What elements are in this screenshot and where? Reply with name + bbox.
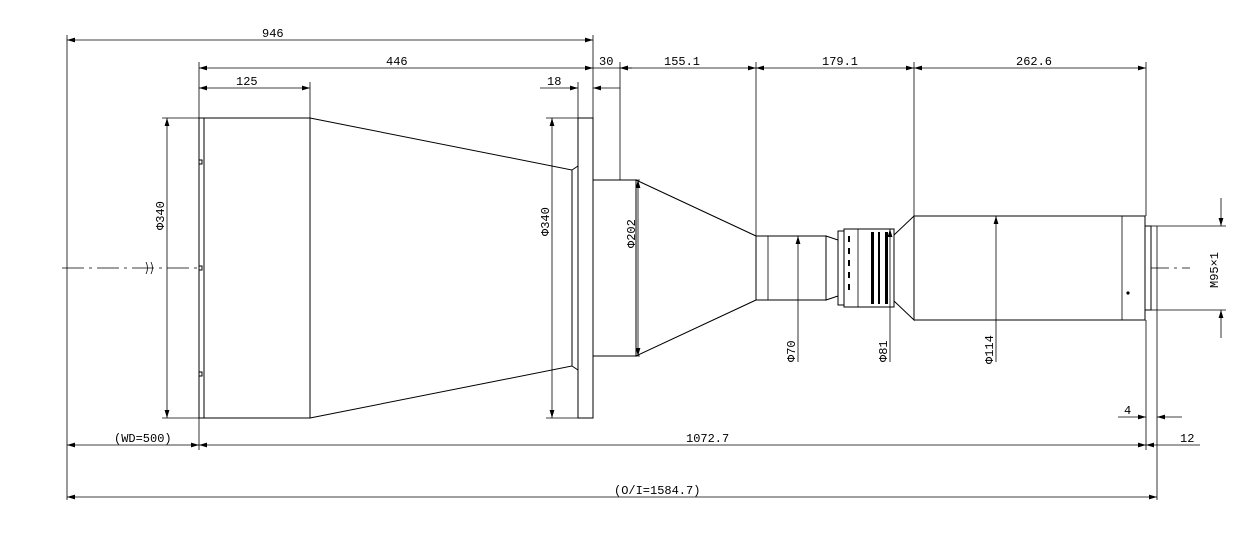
dia-340-left: Φ340 xyxy=(154,201,168,230)
thread-m95: M95×1 xyxy=(1208,252,1222,288)
dim-12: 12 xyxy=(1180,432,1194,446)
dia-81: Φ81 xyxy=(877,340,891,362)
dia-340-right: Φ340 xyxy=(539,207,553,236)
dim-1072: 1072.7 xyxy=(686,432,729,446)
dim-4: 4 xyxy=(1124,404,1131,418)
dim-946: 946 xyxy=(262,27,284,41)
dim-wd: (WD=500) xyxy=(114,432,172,446)
lens-body xyxy=(198,117,1158,419)
dim-155: 155.1 xyxy=(664,55,700,69)
dim-oi: (O/I=1584.7) xyxy=(614,484,700,498)
dia-70: Φ70 xyxy=(785,340,799,362)
dimension-lines xyxy=(67,37,1200,500)
extension-lines xyxy=(66,35,1226,500)
dia-114: Φ114 xyxy=(983,335,997,364)
dim-18: 18 xyxy=(547,75,561,89)
dim-30: 30 xyxy=(599,55,613,69)
break-mark xyxy=(145,261,153,275)
diameter-lines xyxy=(164,118,1224,418)
dia-202: Φ202 xyxy=(625,219,639,248)
dim-125: 125 xyxy=(236,75,258,89)
dim-446: 446 xyxy=(386,55,408,69)
dim-179: 179.1 xyxy=(822,55,858,69)
dim-262: 262.6 xyxy=(1016,55,1052,69)
